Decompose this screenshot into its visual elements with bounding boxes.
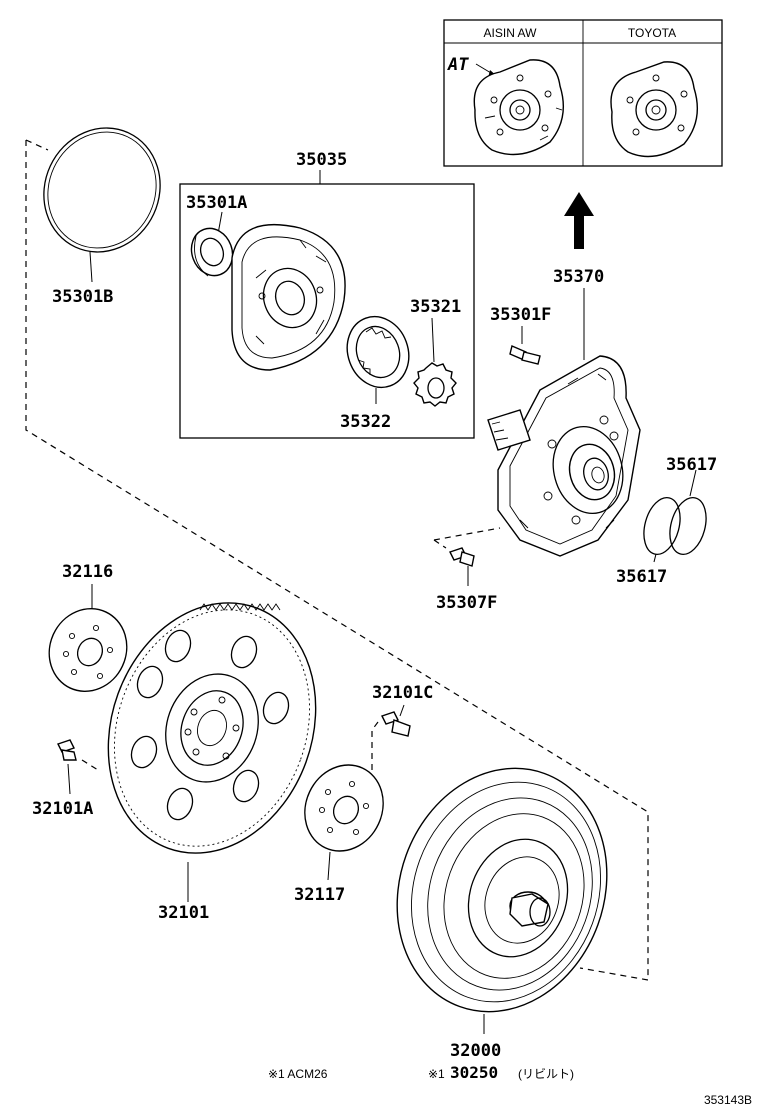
- note-acm26: ※1 ACM26: [268, 1067, 328, 1081]
- driven-gear-35322: [346, 315, 410, 404]
- label-35301F: 35301F: [490, 305, 551, 325]
- assembly-dashed-outline: [25, 140, 649, 981]
- up-arrow-icon: [564, 192, 594, 249]
- label-35035: 35035: [296, 150, 347, 170]
- label-32101A: 32101A: [32, 799, 93, 819]
- spacer-plate-32116: [48, 607, 128, 693]
- label-35617-top: 35617: [666, 455, 717, 475]
- inset-comparison-box: AISIN AW TOYOTA AT: [443, 19, 723, 167]
- oring-35301B: [43, 127, 161, 283]
- label-32117: 32117: [294, 885, 345, 905]
- label-32116: 32116: [62, 562, 113, 582]
- label-35322: 35322: [340, 412, 391, 432]
- bolt-32101C: [371, 704, 411, 770]
- label-32000: 32000: [450, 1041, 501, 1061]
- seal-rings-35617: [643, 469, 707, 563]
- label-35301A: 35301A: [186, 193, 247, 213]
- inset-aisin-title: AISIN AW: [484, 26, 538, 40]
- bolt-32101A: [57, 739, 99, 795]
- aisin-pump-icon: [473, 59, 564, 156]
- note-rebuilt-prefix: ※1: [428, 1067, 445, 1081]
- torque-converter-32000: [396, 767, 608, 1034]
- label-35321: 35321: [410, 297, 461, 317]
- toyota-pump-icon: [610, 61, 698, 158]
- figure-id: 353143B: [704, 1093, 752, 1107]
- label-35301B: 35301B: [52, 287, 113, 307]
- spacer-plate-32117: [304, 764, 384, 881]
- note-rebuilt-part: 30250: [450, 1063, 498, 1082]
- label-35617-bottom: 35617: [616, 567, 667, 587]
- at-logo: AT: [447, 55, 469, 75]
- oil-seal-35301A: [190, 211, 234, 277]
- label-35370: 35370: [553, 267, 604, 287]
- label-32101: 32101: [158, 903, 209, 923]
- note-rebuilt-suffix: (リビルト): [518, 1067, 574, 1081]
- drive-gear-35321: [413, 317, 457, 407]
- label-32101C: 32101C: [372, 683, 433, 703]
- bolt-35307F: [449, 547, 475, 586]
- inset-toyota-title: TOYOTA: [628, 26, 676, 40]
- label-35307F: 35307F: [436, 593, 497, 613]
- pump-cover: [231, 224, 346, 371]
- oil-pump-body-35370: [487, 355, 641, 557]
- pump-gear-kit-box: [179, 170, 475, 439]
- drive-plate-32101: [107, 602, 317, 902]
- bolt-35301F: [509, 326, 541, 365]
